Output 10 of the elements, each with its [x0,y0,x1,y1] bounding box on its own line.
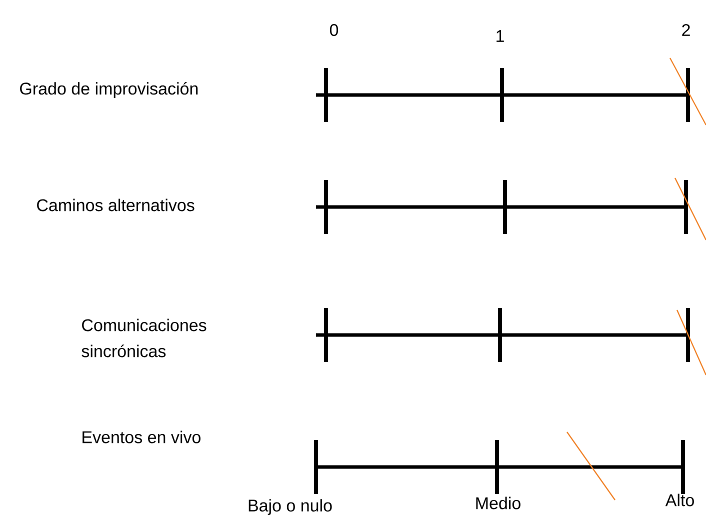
row-label: Comunicaciones sincrónicas [82,318,206,358]
scale-number: 2 [682,24,690,36]
scale-number: 1 [496,30,504,42]
scale-level-label: Alto [665,494,694,506]
row-label: Caminos alternativos [37,198,194,212]
scale-level-label: Medio [476,496,520,510]
scale-level-label: Bajo o nulo [248,499,332,515]
row-label: Eventos en vivo [82,430,200,444]
scale-number: 0 [330,24,338,36]
row-label: Grado de improvisación [20,82,198,98]
